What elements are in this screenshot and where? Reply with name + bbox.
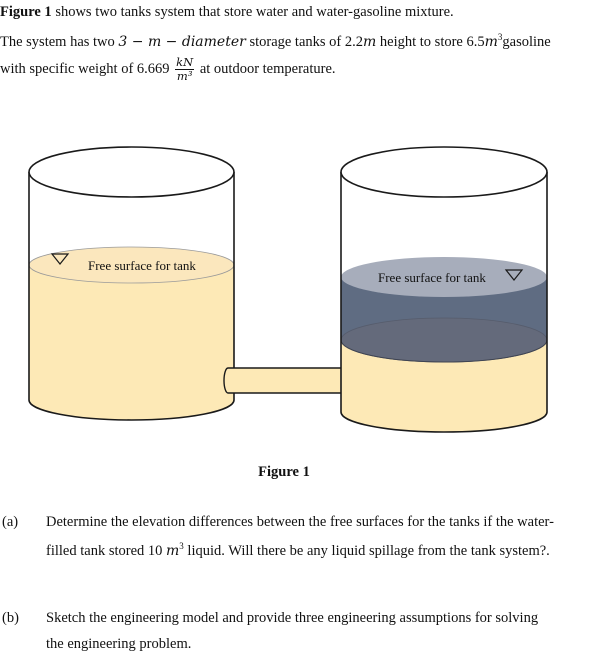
question-a-label: (a)	[2, 514, 19, 530]
question-b-line-1: Sketch the engineering model and provide…	[46, 610, 539, 626]
left-tank-label: Free surface for tank	[88, 258, 196, 273]
question-a-line-2: filled tank stored 10 m3 liquid. Will th…	[46, 541, 550, 559]
left-tank-top	[28, 146, 235, 198]
connecting-pipe	[223, 367, 342, 394]
diameter-expression: 3 − m − diameter	[118, 33, 246, 50]
right-tank	[340, 146, 548, 433]
intro-line-2: The system has two 3 − m − diameter stor…	[0, 32, 551, 50]
right-tank-label: Free surface for tank	[378, 270, 486, 285]
right-free-surface	[341, 257, 547, 297]
left-tank	[28, 146, 235, 421]
figure-reference: Figure 1	[0, 4, 52, 20]
right-surface-triangle-icon	[504, 269, 524, 281]
figure-caption: Figure 1	[258, 464, 310, 480]
question-b-label: (b)	[2, 610, 19, 626]
intro-line-1: Figure 1 shows two tanks system that sto…	[0, 4, 454, 20]
question-a-line-1: Determine the elevation differences betw…	[46, 514, 554, 530]
right-tank-top	[340, 146, 548, 198]
left-surface-triangle-icon	[50, 253, 70, 265]
question-b-line-2: the engineering problem.	[46, 636, 192, 652]
